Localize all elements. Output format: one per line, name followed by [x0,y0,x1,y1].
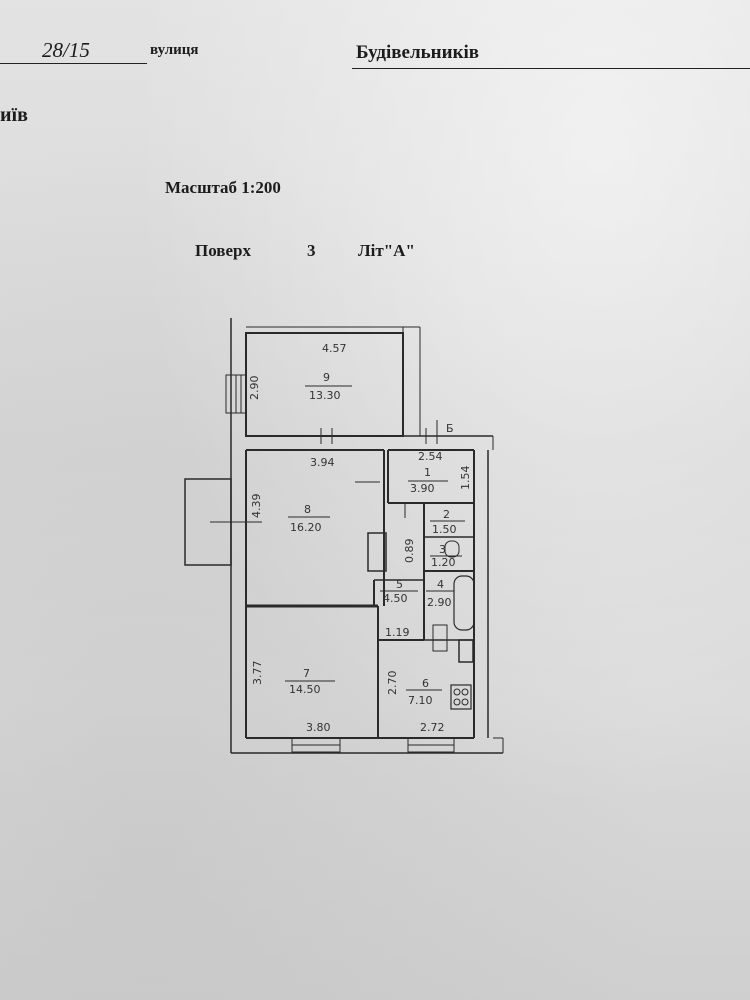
room-5-number: 5 [396,578,403,591]
room-4-area: 2.90 [427,596,452,609]
room-2-area: 1.50 [432,523,457,536]
scale-label: Масштаб 1:200 [165,178,281,197]
room-9-number: 9 [323,371,330,384]
room-9-area: 13.30 [309,389,341,402]
house-number: 28/15 [42,38,90,62]
room-1-area: 3.90 [410,482,435,495]
sink-icon [432,624,448,652]
street-label: вулиця [150,42,199,58]
room-8-number: 8 [304,503,311,516]
city-name: иїв [0,104,28,126]
street-underline [352,68,750,69]
street-name: Будівельників [356,42,480,63]
plan-walls [184,318,504,754]
room-7-area: 14.50 [289,683,321,696]
dimension-label: 1.54 [459,466,472,491]
room-5-area: 4.50 [383,592,408,605]
dimension-label: 2.72 [420,721,445,734]
dimension-label: 2.54 [418,450,443,463]
room-1-number: 1 [424,466,431,479]
dimension-label: 3.80 [306,721,331,734]
room-3-number: 3 [439,543,446,556]
dimension-label: 4.57 [322,342,347,355]
stove-icon [458,639,474,663]
dimension-label: Б [446,422,454,435]
room-2-number: 2 [443,508,450,521]
room-6-number: 6 [422,677,429,690]
dimension-label: 3.77 [251,661,264,686]
floor-number: 3 [307,241,316,260]
dimension-label: 3.94 [310,456,335,469]
room-3-area: 1.20 [431,556,456,569]
building-letter: Літ"А" [358,241,415,260]
dimension-label: 4.39 [250,494,263,519]
dimension-label: 0.89 [403,539,416,564]
bathtub-icon [453,575,475,631]
house-number-underline [0,63,147,64]
floor-label: Поверх [195,241,251,260]
room-4-number: 4 [437,578,444,591]
dimension-label: 2.90 [248,376,261,401]
room-6-area: 7.10 [408,694,433,707]
dimension-label: 2.70 [386,671,399,696]
room-7-number: 7 [303,667,310,680]
room-8-area: 16.20 [290,521,322,534]
dimension-label: 1.19 [385,626,410,639]
